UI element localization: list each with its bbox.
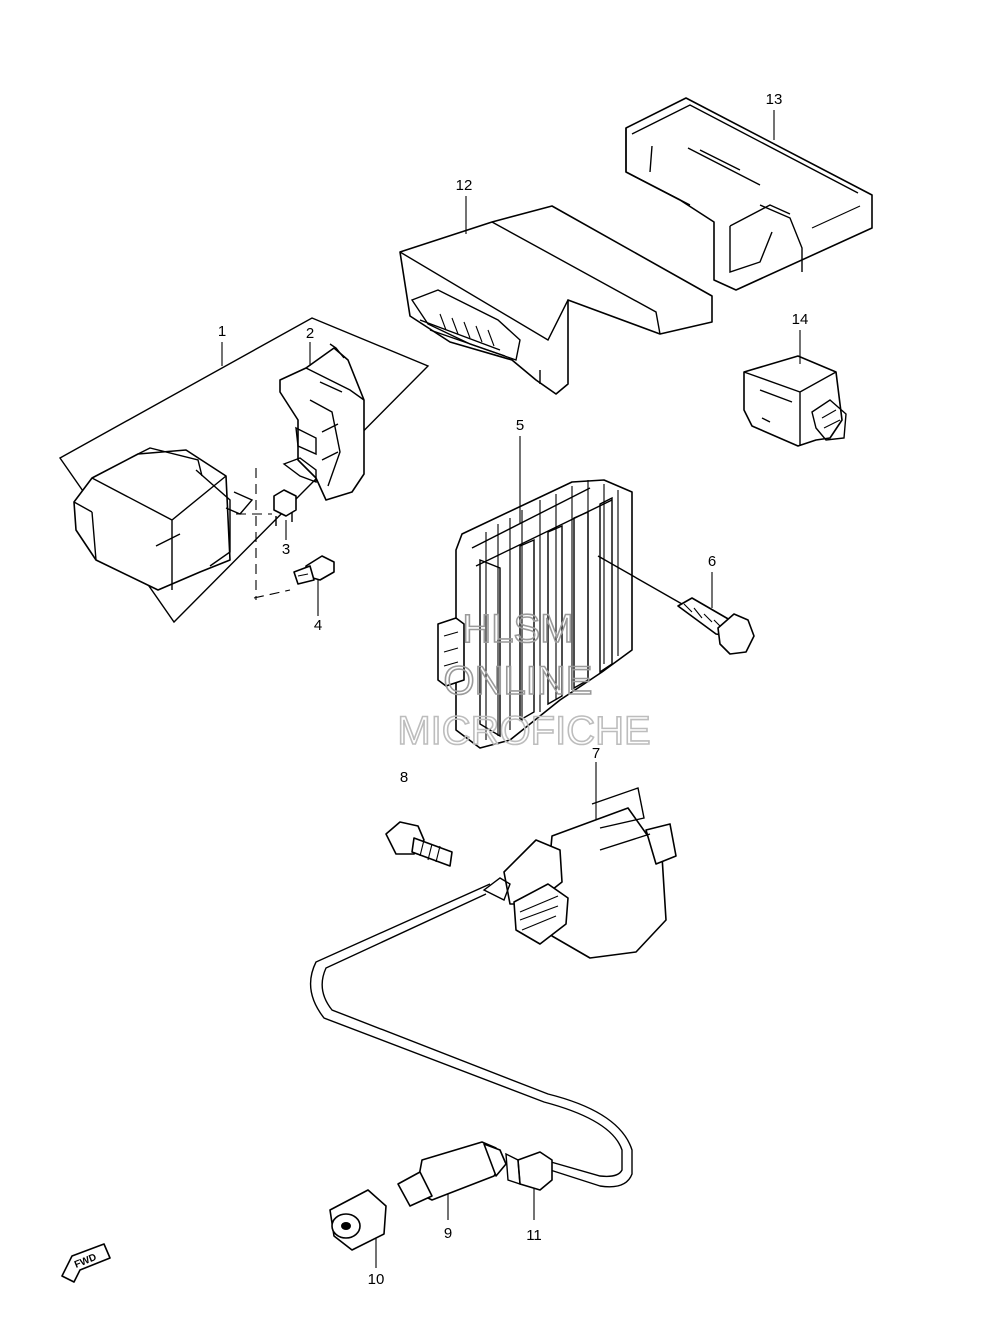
callout-2: 2 xyxy=(306,325,314,342)
fwd-arrow-icon: FWD xyxy=(61,1243,111,1283)
part-12-ecm xyxy=(399,205,713,395)
part-5-regulator xyxy=(437,479,633,749)
part-14-relay xyxy=(743,355,847,447)
part-3-fuse xyxy=(273,489,297,526)
callout-4: 4 xyxy=(314,617,322,634)
callout-12: 12 xyxy=(456,177,473,194)
part-13-ecm-cover xyxy=(625,97,873,291)
callout-10: 10 xyxy=(368,1271,385,1288)
part-1-relay-unit xyxy=(73,447,254,591)
part-6-bolt xyxy=(597,555,755,655)
callout-8: 8 xyxy=(400,769,408,786)
callout-7: 7 xyxy=(592,745,600,762)
part-8-bolt xyxy=(385,821,453,867)
part-10-cap-cover xyxy=(329,1189,387,1251)
part-11-seal xyxy=(505,1151,553,1191)
callout-3: 3 xyxy=(282,541,290,558)
leader-lines xyxy=(221,110,801,1268)
part-2-fuse-cover xyxy=(279,343,365,501)
callout-13: 13 xyxy=(766,91,783,108)
part-7-ignition-coil xyxy=(482,787,677,959)
watermark-line-2: ONLINE xyxy=(444,659,593,703)
watermark-line-3: MICROFICHE xyxy=(397,709,650,753)
part-9-plug-cap xyxy=(397,1141,507,1207)
callout-9: 9 xyxy=(444,1225,452,1242)
assembly-guide-lines xyxy=(236,468,291,600)
callout-1: 1 xyxy=(218,323,226,340)
callout-11: 11 xyxy=(526,1227,542,1244)
part-4-bolt xyxy=(293,555,335,585)
callout-14: 14 xyxy=(792,311,809,328)
callout-5: 5 xyxy=(516,417,524,434)
high-tension-lead-outer xyxy=(309,883,623,1178)
high-tension-lead xyxy=(321,893,633,1188)
callout-6: 6 xyxy=(708,553,716,570)
watermark-line-1: HLSM xyxy=(462,607,573,651)
